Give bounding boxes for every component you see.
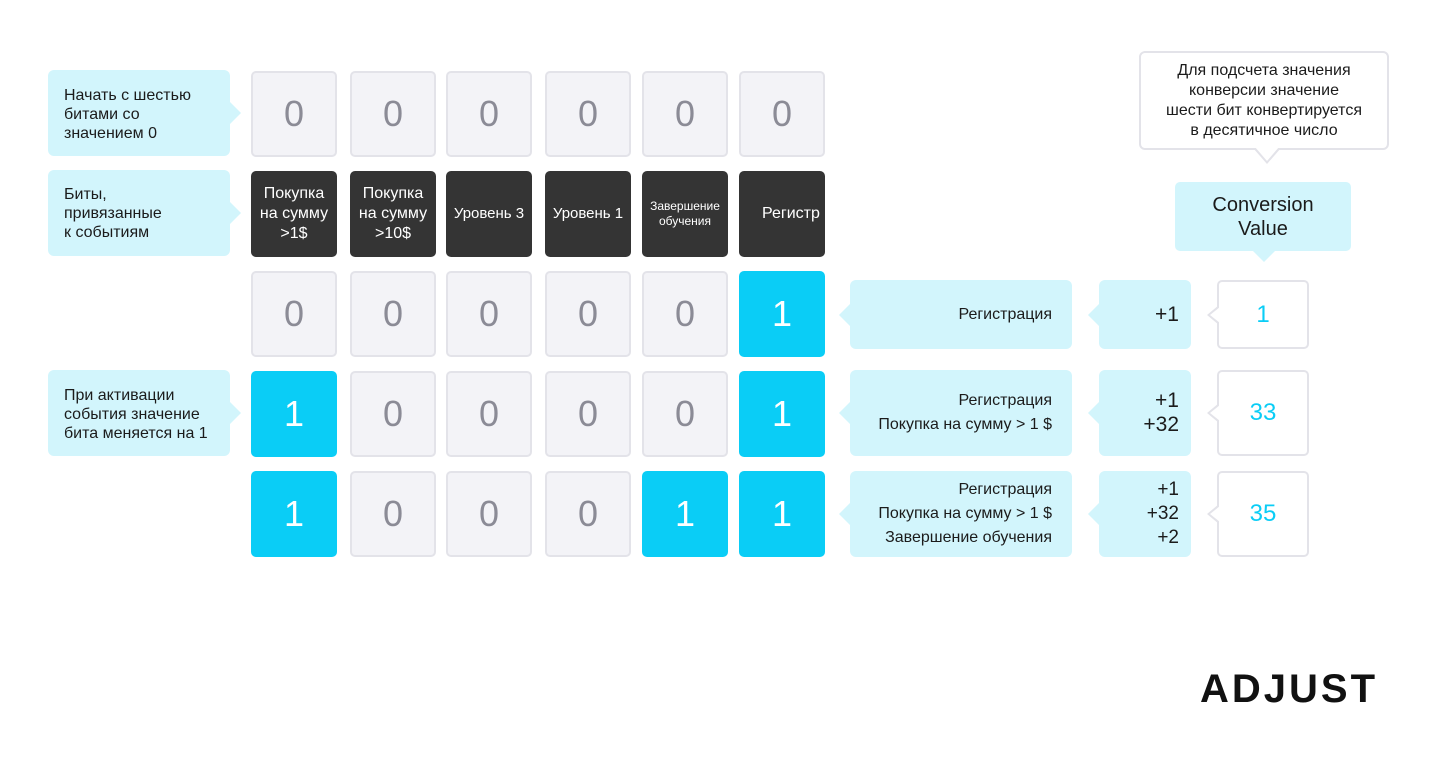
row3-point-3: +2 (1157, 527, 1179, 548)
row2-event-1: Регистрация (958, 392, 1052, 409)
adjust-logo: ADJUST (1200, 667, 1378, 710)
row2-bit-5: 0 (642, 371, 728, 457)
bit-label-purchase-1: Покупка на сумму >1$ (251, 171, 337, 257)
row3-bit-1: 1 (251, 471, 337, 557)
row1-bit-5: 0 (642, 271, 728, 357)
row1-bit-2: 0 (350, 271, 436, 357)
row3-bit-3: 0 (446, 471, 532, 557)
callout-start-text: Начать с шестью битами со значением 0 (64, 87, 191, 142)
row1-bit-1: 0 (251, 271, 337, 357)
callout-activate: При активации события значение бита меня… (48, 370, 241, 456)
row3-point-2: +32 (1146, 503, 1179, 524)
row1-points: +1 (1088, 280, 1191, 349)
row3-event-2: Покупка на сумму > 1 $ (878, 505, 1052, 522)
callout-start-bits: Начать с шестью битами со значением 0 (48, 70, 241, 156)
row2-points: +1 +32 (1088, 370, 1191, 456)
row1-events: Регистрация (839, 280, 1072, 349)
conversion-note: Для подсчета значения конверсии значение… (1139, 51, 1389, 164)
row1-point-1: +1 (1155, 302, 1179, 326)
bit-label-tutorial: Завершение обучения (642, 171, 728, 257)
row1-bit-6: 1 (739, 271, 825, 357)
row1-event-1: Регистрация (958, 305, 1052, 323)
initial-bit-6: 0 (739, 71, 825, 157)
row3-bit-2: 0 (350, 471, 436, 557)
bit-label-level-3: Уровень 3 (446, 171, 532, 257)
bit-label-level-1: Уровень 1 (545, 171, 631, 257)
row2-bit-3: 0 (446, 371, 532, 457)
row2-bit-6: 1 (739, 371, 825, 457)
initial-bit-3: 0 (446, 71, 532, 157)
row3-conversion-value: 35 (1207, 471, 1309, 557)
callout-bits-events: Биты, привязанные к событиям (48, 170, 241, 256)
row2-bit-2: 0 (350, 371, 436, 457)
row3-event-3: Завершение обучения (885, 529, 1052, 546)
conversion-value-title: Conversion Value (1175, 182, 1351, 262)
row2-conversion-value: 33 (1207, 370, 1309, 456)
row3-bit-4: 0 (545, 471, 631, 557)
bit-label-purchase-10: Покупка на сумму >10$ (350, 171, 436, 257)
row1-conversion-value: 1 (1207, 280, 1309, 349)
adjust-logo-text: ADJUST (1200, 667, 1378, 710)
callout-bits-text: Биты, привязанные к событиям (64, 185, 162, 241)
row2-point-2: +32 (1143, 413, 1179, 436)
row3-points: +1 +32 +2 (1088, 471, 1191, 557)
row2-point-1: +1 (1155, 389, 1179, 412)
row2-bit-1: 1 (251, 371, 337, 457)
row3-point-1: +1 (1157, 479, 1179, 500)
row2-event-2: Покупка на сумму > 1 $ (878, 416, 1052, 433)
row1-bit-3: 0 (446, 271, 532, 357)
row3-events: Регистрация Покупка на сумму > 1 $ Завер… (839, 471, 1072, 557)
row3-bit-5: 1 (642, 471, 728, 557)
initial-bit-4: 0 (545, 71, 631, 157)
row1-bit-4: 0 (545, 271, 631, 357)
initial-bit-5: 0 (642, 71, 728, 157)
callout-activate-text: При активации события значение бита меня… (64, 387, 208, 442)
initial-bit-1: 0 (251, 71, 337, 157)
row3-event-1: Регистрация (958, 481, 1052, 498)
row3-bit-6: 1 (739, 471, 825, 557)
row2-bit-4: 0 (545, 371, 631, 457)
row2-events: Регистрация Покупка на сумму > 1 $ (839, 370, 1072, 456)
initial-bit-2: 0 (350, 71, 436, 157)
bit-label-registration: Регистр (739, 171, 825, 257)
